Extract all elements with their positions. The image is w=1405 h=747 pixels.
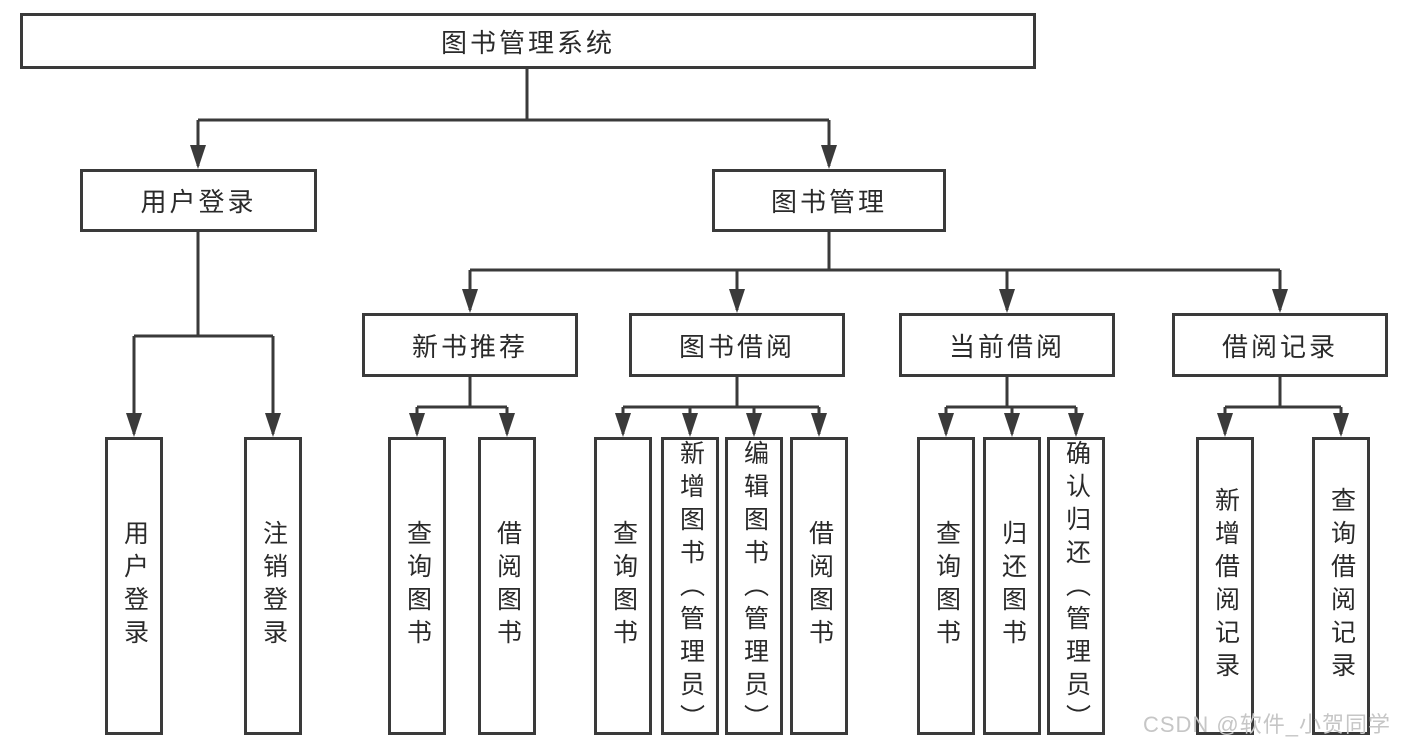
leaf-label: 新增借阅记录 bbox=[1211, 487, 1240, 685]
leaf-label: 用户登录 bbox=[120, 520, 149, 652]
node-label: 新书推荐 bbox=[411, 331, 528, 362]
leaf-add-borrow-record: 新增借阅记录 bbox=[1196, 437, 1254, 735]
node-label: 用户登录 bbox=[140, 187, 257, 217]
leaf-label: 查询图书 bbox=[609, 520, 638, 652]
leaf-query-borrow-record: 查询借阅记录 bbox=[1312, 437, 1370, 735]
node-label: 图书管理 bbox=[770, 187, 887, 217]
leaf-label: 借阅图书 bbox=[805, 520, 834, 652]
connector-book-borrowing-to-leaves bbox=[615, 377, 827, 437]
watermark: CSDN @软件_小贺同学 bbox=[1142, 712, 1391, 737]
node-new-book-recommendation: 新书推荐 bbox=[362, 313, 578, 377]
leaf-logout: 注销登录 bbox=[244, 437, 302, 735]
leaf-user-login: 用户登录 bbox=[105, 437, 163, 735]
node-label: 借阅记录 bbox=[1221, 331, 1338, 362]
node-library-management-system: 图书管理系统 bbox=[20, 13, 1036, 69]
connector-current-borrowing-to-leaves bbox=[938, 377, 1084, 437]
leaf-borrow-books-recommend: 借阅图书 bbox=[478, 437, 536, 735]
leaf-label: 编辑图书（管理员） bbox=[740, 440, 769, 737]
node-current-borrowing: 当前借阅 bbox=[899, 313, 1115, 377]
connector-borrowing-records-to-leaves bbox=[1217, 377, 1349, 437]
leaf-label: 新增图书（管理员） bbox=[676, 440, 705, 737]
node-label: 图书管理系统 bbox=[440, 27, 615, 58]
leaf-return-books: 归还图书 bbox=[983, 437, 1041, 735]
leaf-label: 查询借阅记录 bbox=[1327, 487, 1356, 685]
node-book-management: 图书管理 bbox=[712, 169, 946, 232]
leaf-borrow-books-borrowing: 借阅图书 bbox=[790, 437, 848, 735]
connector-new-book-recommendation-to-leaves bbox=[409, 377, 515, 437]
leaf-edit-books-admin: 编辑图书（管理员） bbox=[725, 437, 783, 737]
leaf-label: 借阅图书 bbox=[493, 520, 522, 652]
connector-book-management-to-level3 bbox=[462, 232, 1288, 313]
leaf-confirm-return-admin: 确认归还（管理员） bbox=[1047, 437, 1105, 737]
node-user-login: 用户登录 bbox=[80, 169, 317, 232]
leaf-label: 确认归还（管理员） bbox=[1062, 440, 1091, 737]
node-borrowing-records: 借阅记录 bbox=[1172, 313, 1388, 377]
connector-root-to-level2 bbox=[190, 69, 837, 169]
node-book-borrowing: 图书借阅 bbox=[629, 313, 845, 377]
leaf-query-books-current: 查询图书 bbox=[917, 437, 975, 735]
leaf-query-books-recommend: 查询图书 bbox=[388, 437, 446, 735]
leaf-label: 注销登录 bbox=[259, 520, 288, 652]
connector-user-login-to-leaves bbox=[126, 232, 281, 437]
node-label: 当前借阅 bbox=[948, 331, 1065, 362]
leaf-query-books-borrowing: 查询图书 bbox=[594, 437, 652, 735]
node-label: 图书借阅 bbox=[678, 331, 795, 362]
leaf-label: 归还图书 bbox=[998, 520, 1027, 652]
leaf-label: 查询图书 bbox=[932, 520, 961, 652]
leaf-add-books-admin: 新增图书（管理员） bbox=[661, 437, 719, 737]
leaf-label: 查询图书 bbox=[403, 520, 432, 652]
